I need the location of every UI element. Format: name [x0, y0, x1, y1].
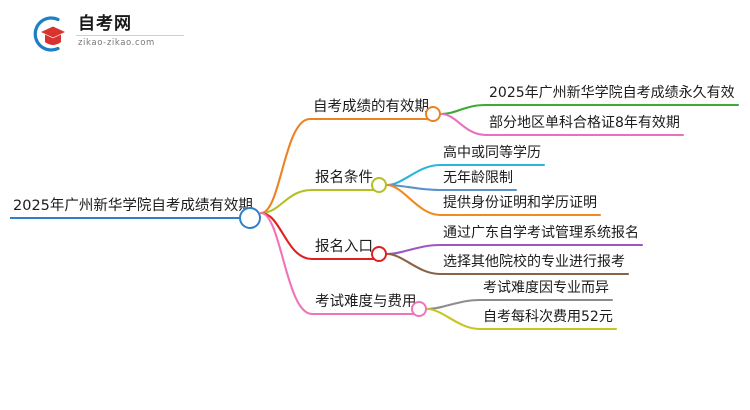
logo-domain-text: zikao-zikao.com — [78, 38, 155, 48]
mindmap-branch-label-1: 报名条件 — [315, 170, 373, 186]
mindmap-leaf-label-1-2: 提供身份证明和学历证明 — [443, 195, 597, 211]
mindmap-leaf-underline-0-0 — [486, 104, 738, 106]
mindmap-branch-node-3[interactable]: 考试难度与费用 — [312, 290, 420, 315]
edge-root-to-branch-2 — [259, 211, 378, 261]
mindmap-leaf-underline-1-2 — [440, 214, 600, 216]
mindmap-leaf-node-3-1[interactable]: 自考每科次费用52元 — [480, 306, 616, 330]
mindmap-leaf-underline-1-0 — [440, 164, 544, 166]
logo-arc-icon — [33, 16, 60, 52]
mindmap-branch-underline-3 — [312, 313, 420, 315]
mindmap-leaf-underline-2-0 — [440, 244, 642, 246]
mindmap-leaf-node-0-1[interactable]: 部分地区单科合格证8年有效期 — [486, 112, 683, 136]
mindmap-leaf-underline-3-0 — [480, 299, 612, 301]
logo-divider — [76, 35, 184, 36]
mindmap-branch-underline-2 — [312, 258, 376, 260]
mindmap-leaf-underline-2-1 — [440, 273, 628, 275]
mindmap-root-underline — [10, 217, 256, 219]
mindmap-leaf-label-3-1: 自考每科次费用52元 — [483, 309, 613, 325]
logo-mark-icon — [28, 14, 72, 54]
mindmap-leaf-underline-1-1 — [440, 189, 516, 191]
edge-root-to-branch-0 — [259, 117, 434, 215]
mindmap-branch-dot-3[interactable] — [411, 301, 427, 317]
mindmap-leaf-node-1-1[interactable]: 无年龄限制 — [440, 167, 516, 191]
mindmap-branch-dot-0[interactable] — [425, 106, 441, 122]
mindmap-branch-dot-1[interactable] — [371, 177, 387, 193]
mindmap-leaf-label-0-1: 部分地区单科合格证8年有效期 — [489, 115, 680, 131]
mindmap-leaf-label-1-0: 高中或同等学历 — [443, 145, 541, 161]
mindmap-leaf-underline-3-1 — [480, 328, 616, 330]
mindmap-leaf-node-2-1[interactable]: 选择其他院校的专业进行报考 — [440, 251, 628, 275]
mindmap-branch-label-0: 自考成绩的有效期 — [313, 99, 429, 115]
mindmap-leaf-node-1-0[interactable]: 高中或同等学历 — [440, 142, 544, 166]
edge-branch-2-to-leaf-1 — [385, 252, 630, 276]
logo-cn-text: 自考网 — [78, 14, 132, 34]
mindmap-leaf-underline-0-1 — [486, 134, 683, 136]
site-logo: 自考网 zikao-zikao.com — [28, 12, 188, 56]
logo-cap-top-icon — [41, 26, 65, 38]
edge-branch-0-to-leaf-1 — [439, 112, 685, 137]
mindmap-branch-dot-2[interactable] — [371, 246, 387, 262]
mindmap-leaf-label-0-0: 2025年广州新华学院自考成绩永久有效 — [489, 85, 735, 101]
mindmap-branch-underline-1 — [312, 189, 376, 191]
mindmap-leaf-label-3-0: 考试难度因专业而异 — [483, 280, 609, 296]
mindmap-leaf-node-0-0[interactable]: 2025年广州新华学院自考成绩永久有效 — [486, 82, 738, 106]
mindmap-leaf-node-2-0[interactable]: 通过广东自学考试管理系统报名 — [440, 222, 642, 246]
mindmap-leaf-label-2-0: 通过广东自学考试管理系统报名 — [443, 225, 639, 241]
mindmap-root-node[interactable]: 2025年广州新华学院自考成绩有效期 — [10, 194, 256, 219]
logo-cap-body-icon — [45, 34, 61, 45]
edge-root-to-branch-1 — [259, 188, 378, 215]
mindmap-branch-node-1[interactable]: 报名条件 — [312, 166, 376, 191]
mindmap-leaf-node-1-2[interactable]: 提供身份证明和学历证明 — [440, 192, 600, 216]
edge-root-to-branch-3 — [259, 211, 422, 316]
mindmap-branch-underline-0 — [310, 118, 432, 120]
mindmap-root-dot[interactable] — [239, 207, 261, 229]
mindmap-branch-node-2[interactable]: 报名入口 — [312, 235, 376, 260]
mindmap-leaf-label-1-1: 无年龄限制 — [443, 170, 513, 186]
mindmap-leaf-node-3-0[interactable]: 考试难度因专业而异 — [480, 277, 612, 301]
mindmap-branch-label-2: 报名入口 — [315, 239, 373, 255]
edge-branch-3-to-leaf-1 — [425, 307, 618, 331]
edge-branch-1-to-leaf-2 — [385, 183, 602, 217]
mindmap-leaf-label-2-1: 选择其他院校的专业进行报考 — [443, 254, 625, 270]
mindmap-root-label: 2025年广州新华学院自考成绩有效期 — [13, 198, 253, 214]
mindmap-branch-node-0[interactable]: 自考成绩的有效期 — [310, 95, 432, 120]
mindmap-branch-label-3: 考试难度与费用 — [315, 294, 417, 310]
